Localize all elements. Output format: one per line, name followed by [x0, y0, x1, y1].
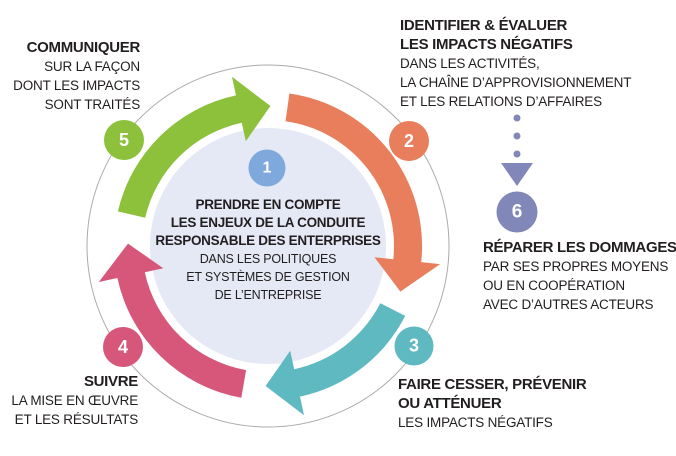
step3-number: 3	[408, 335, 419, 356]
connector-dot	[513, 150, 521, 158]
step1-number: 1	[262, 159, 272, 176]
step6-text-line: OU EN COOPÉRATION	[483, 278, 625, 293]
step4-badge: 4	[103, 327, 143, 367]
step2-text-line: LA CHAÎNE D’APPROVISIONNEMENT	[400, 75, 632, 90]
step5-title-line: COMMUNIQUER	[26, 39, 141, 56]
step6-label: RÉPARER LES DOMMAGES, PAR SES PROPRES MO…	[483, 238, 676, 314]
center-circle	[150, 128, 386, 364]
step6-badge: 6	[496, 191, 538, 233]
step2-title-line: LES IMPACTS NÉGATIFS	[400, 36, 573, 53]
step2-text-line: DANS LES ACTIVITÉS,	[400, 56, 540, 71]
step6-number: 6	[511, 201, 523, 222]
step2-number: 2	[403, 130, 414, 151]
outer-ring-circle	[86, 64, 450, 428]
arrow-step4-up-pink	[98, 243, 247, 398]
step6-title-line: RÉPARER LES DOMMAGES,	[483, 239, 676, 256]
step5-text-line: DONT LES IMPACTS	[13, 78, 140, 93]
step4-text-line: LA MISE EN ŒUVRE	[11, 393, 138, 408]
step1-text-line: ET SYSTÈMES DE GESTION	[186, 270, 350, 284]
dotted-connector	[501, 114, 533, 186]
step6-text-line: AVEC D’AUTRES ACTEURS	[483, 297, 654, 312]
step1-title-line: LES ENJEUX DE LA CONDUITE	[170, 215, 366, 230]
connector-dot	[513, 114, 521, 122]
step3-title-line: FAIRE CESSER, PRÉVENIR	[398, 376, 587, 393]
step1-title-line: PRENDRE EN COMPTE	[195, 197, 341, 212]
step3-title-line: OU ATTÉNUER	[398, 395, 502, 412]
arrow-step3-left-teal	[265, 303, 406, 416]
step4-label: SUIVRE LA MISE EN ŒUVRE ET LES RÉSULTATS	[11, 372, 138, 429]
step2-label: IDENTIFIER & ÉVALUER LES IMPACTS NÉGATIF…	[400, 16, 631, 111]
step5-number: 5	[118, 129, 129, 150]
step6-text-line: PAR SES PROPRES MOYENS	[483, 259, 669, 274]
step2-badge: 2	[389, 121, 429, 161]
step1-title-line: RESPONSABLE DES ENTERPRISES	[155, 233, 381, 248]
step5-text-line: SUR LA FAÇON	[44, 59, 140, 74]
step1-label: PRENDRE EN COMPTE LES ENJEUX DE LA CONDU…	[138, 196, 398, 304]
step4-text-line: ET LES RÉSULTATS	[14, 412, 139, 427]
step5-badge: 5	[104, 120, 144, 160]
connector-arrowhead-icon	[501, 163, 533, 186]
connector-dot	[513, 132, 521, 140]
step1-badge: 1	[248, 149, 286, 187]
step1-text-line: DANS LES POLITIQUES	[199, 252, 337, 266]
step4-title-line: SUIVRE	[83, 373, 138, 390]
step3-text-line: LES IMPACTS NÉGATIFS	[398, 415, 553, 430]
step3-label: FAIRE CESSER, PRÉVENIR OU ATTÉNUER LES I…	[398, 375, 587, 432]
step3-badge: 3	[394, 326, 434, 366]
step2-title-line: IDENTIFIER & ÉVALUER	[400, 17, 568, 34]
arrow-step2-down-orange	[285, 93, 441, 292]
step5-text-line: SONT TRAITÉS	[44, 97, 141, 112]
arrow-step5-to-top-green	[117, 76, 271, 218]
step1-text-line: DE L’ENTREPRISE	[214, 288, 322, 302]
step5-label: COMMUNIQUER SUR LA FAÇON DONT LES IMPACT…	[13, 38, 140, 114]
step4-number: 4	[117, 336, 128, 357]
step2-text-line: ET LES RELATIONS D’AFFAIRES	[400, 94, 602, 109]
